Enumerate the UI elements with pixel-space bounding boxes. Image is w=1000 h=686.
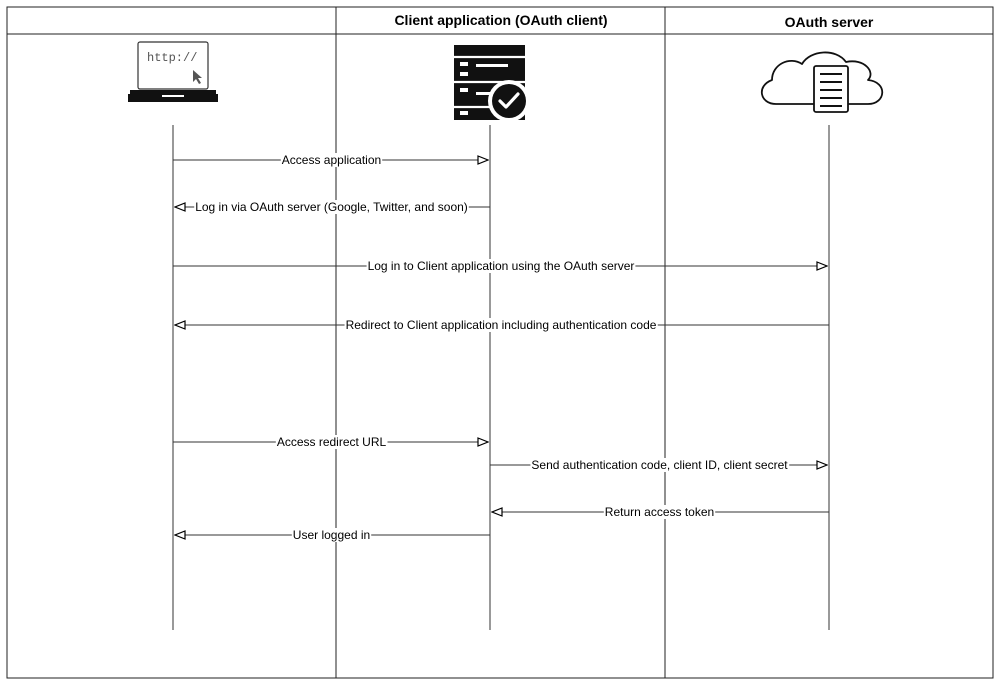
label-backing bbox=[603, 505, 716, 519]
message-label: Log in via OAuth server (Google, Twitter… bbox=[195, 200, 468, 214]
message-label: Access application bbox=[282, 153, 381, 167]
cloud-document-icon bbox=[761, 51, 884, 113]
message-7: Return access token bbox=[492, 505, 829, 519]
label-backing bbox=[280, 153, 383, 167]
message-4: Redirect to Client application including… bbox=[175, 318, 829, 332]
message-8: User logged in bbox=[175, 528, 490, 542]
message-label: Redirect to Client application including… bbox=[346, 318, 657, 332]
message-3: Log in to Client application using the O… bbox=[173, 259, 827, 273]
label-backing bbox=[366, 259, 636, 273]
message-6: Send authentication code, client ID, cli… bbox=[490, 458, 827, 472]
message-label: Access redirect URL bbox=[277, 435, 387, 449]
label-backing bbox=[344, 318, 658, 332]
diagram-frame bbox=[6, 6, 994, 679]
oauth-column-title: OAuth server bbox=[785, 14, 874, 30]
client-column-title: Client application (OAuth client) bbox=[394, 12, 607, 28]
message-5: Access redirect URL bbox=[173, 435, 488, 449]
message-1: Access application bbox=[173, 153, 488, 167]
label-backing bbox=[530, 458, 790, 472]
label-backing bbox=[194, 200, 469, 214]
server-check-icon bbox=[454, 45, 530, 122]
message-label: Send authentication code, client ID, cli… bbox=[531, 458, 788, 472]
browser-url-text: http:// bbox=[147, 51, 197, 65]
label-backing bbox=[275, 435, 388, 449]
message-label: Log in to Client application using the O… bbox=[368, 259, 635, 273]
browser-laptop-icon: http:// bbox=[128, 41, 218, 102]
label-backing bbox=[291, 528, 372, 542]
message-label: Return access token bbox=[605, 505, 714, 519]
message-label: User logged in bbox=[293, 528, 370, 542]
message-2: Log in via OAuth server (Google, Twitter… bbox=[175, 200, 490, 214]
